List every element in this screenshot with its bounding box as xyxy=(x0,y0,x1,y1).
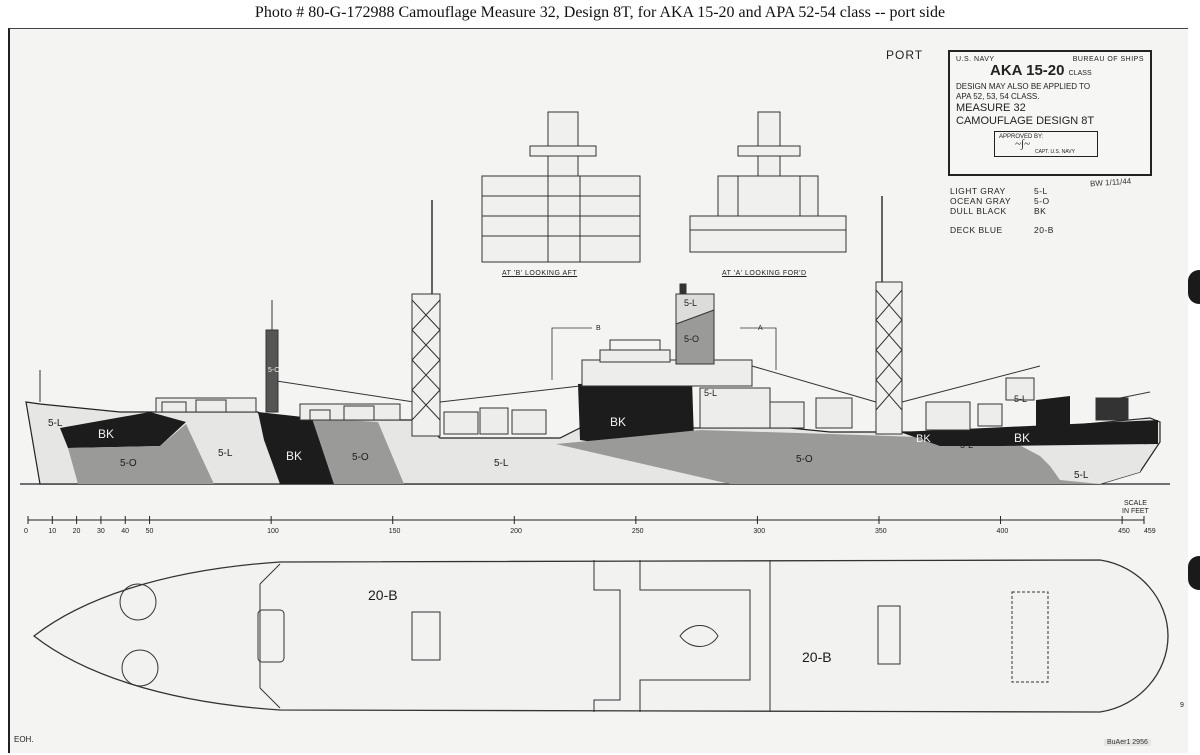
legend-code: 5-O xyxy=(1034,196,1050,206)
legend-name: LIGHT GRAY xyxy=(950,186,1006,196)
section-markers xyxy=(551,327,777,380)
fwd-black-patch xyxy=(258,412,334,484)
deck-skylight xyxy=(679,625,719,647)
corner-stamp-right: BuAer1 2956 xyxy=(1104,739,1151,746)
stern-house-black xyxy=(1036,396,1070,432)
bow-black-patch xyxy=(60,412,186,448)
fwd-gray-patch xyxy=(312,418,404,484)
deck-plan xyxy=(32,559,1169,713)
scale-bar: 0 10 20 30 40 50 100 150 200 250 300 350 400 450 459 xyxy=(24,516,1156,535)
legend-code: 20-B xyxy=(1034,225,1054,235)
view-label-aft: AT 'B' LOOKING AFT xyxy=(502,270,578,277)
label-stack-5o: 5-O xyxy=(684,334,699,344)
scale-tick-label: 30 xyxy=(97,528,105,535)
scale-tick-label: 200 xyxy=(510,528,522,535)
label-mast-5o: 5-O xyxy=(268,367,280,374)
aft-black-band xyxy=(900,420,1158,446)
legend-row-deck: DECK BLUE 20-B xyxy=(950,225,1080,235)
label-bk-3: BK xyxy=(610,415,626,429)
label-house-5l: 5-L xyxy=(704,388,717,398)
label-5o-3: 5-O xyxy=(796,454,813,465)
deck-outline xyxy=(32,559,1169,713)
section-view-aft xyxy=(481,111,641,263)
stern-light-band xyxy=(1050,444,1150,484)
legend-name: DECK BLUE xyxy=(950,225,1003,235)
label-5l-3: 5-L xyxy=(960,440,973,450)
scale-tick-label: 350 xyxy=(875,528,887,535)
title-block-header: U.S. NAVY BUREAU OF SHIPS xyxy=(956,56,1144,63)
approver-rank: CAPT. U.S. NAVY xyxy=(1035,149,1075,155)
note-line-1: DESIGN MAY ALSO BE APPLIED TO xyxy=(956,82,1091,91)
binder-hole-top xyxy=(1188,270,1200,304)
scale-label-line2: IN FEET xyxy=(1122,508,1149,515)
scale-tick-label: 20 xyxy=(73,528,81,535)
port-side-label: PORT xyxy=(886,48,924,62)
label-bow-5l: 5-L xyxy=(48,418,63,429)
legend-name: OCEAN GRAY xyxy=(950,196,1012,206)
scale-tick-label: 10 xyxy=(48,528,56,535)
label-5o-2: 5-O xyxy=(352,452,369,463)
deck-label-aft: 20-B xyxy=(802,649,832,665)
label-bk-2: BK xyxy=(286,449,302,463)
scale-tick-label: 150 xyxy=(389,528,401,535)
corner-mark-left: EOH. xyxy=(14,735,34,744)
section-view-fwd xyxy=(689,111,847,253)
approval-box: APPROVED BY: ~∫~ CAPT. U.S. NAVY xyxy=(994,131,1098,157)
label-stern-5l: 5-L xyxy=(1074,470,1089,481)
note-line-2: APA 52, 53, 54 CLASS. xyxy=(956,92,1040,101)
label-5l-1: 5-L xyxy=(218,448,233,459)
label-stack-5l: 5-L xyxy=(684,298,697,308)
section-mark-a: A xyxy=(758,325,763,332)
legend-code: 5-L xyxy=(1034,186,1048,196)
scale-tick-label: 450 xyxy=(1118,528,1130,535)
binder-hole-bottom xyxy=(1188,556,1200,590)
view-label-fwd: AT 'A' LOOKING FOR'D xyxy=(722,270,807,277)
title-block-class: AKA 15-20 CLASS xyxy=(990,63,1144,82)
color-legend: LIGHT GRAY 5-L OCEAN GRAY 5-O DULL BLACK BK DE… xyxy=(950,186,1080,235)
title-block-navy: U.S. NAVY xyxy=(956,56,995,63)
measure-label: MEASURE 32 xyxy=(956,102,1026,114)
label-5o-1: 5-O xyxy=(120,458,137,469)
label-bk-5: BK xyxy=(1014,431,1030,445)
approved-by-label: APPROVED BY: xyxy=(999,134,1044,140)
deck-text-labels: 20-B 20-B xyxy=(368,587,832,665)
photo-caption: Photo # 80-G-172988 Camouflage Measure 3… xyxy=(254,4,946,21)
title-block-bureau: BUREAU OF SHIPS xyxy=(1072,56,1144,63)
label-5l-2: 5-L xyxy=(494,458,509,469)
class-name: AKA 15-20 xyxy=(990,62,1065,79)
title-block: U.S. NAVY BUREAU OF SHIPS AKA 15-20 CLAS… xyxy=(948,50,1152,176)
scale-tick-label: 400 xyxy=(997,528,1009,535)
deck-label-fwd: 20-B xyxy=(368,587,398,603)
scale-tick-label: 100 xyxy=(267,528,279,535)
corner-mark-bottom: 9 xyxy=(1180,702,1184,709)
scale-tick-label: 50 xyxy=(146,528,154,535)
legend-row: OCEAN GRAY 5-O xyxy=(950,196,1080,206)
hull-profile xyxy=(25,380,1161,485)
label-bk-4: BK xyxy=(916,433,931,445)
design-label: CAMOUFLAGE DESIGN 8T xyxy=(956,115,1095,127)
scale-tick-label: 300 xyxy=(753,528,765,535)
fwd-hatch-circle-2 xyxy=(121,649,159,687)
house-black-patch xyxy=(578,380,694,446)
label-bk-1: BK xyxy=(98,427,114,441)
legend-name: DULL BLACK xyxy=(950,206,1007,216)
label-5l-4: 5-L xyxy=(1014,394,1027,404)
scale-tick-label: 0 xyxy=(24,528,28,535)
scale-tick-label: 250 xyxy=(632,528,644,535)
scale-label: SCALE IN FEET xyxy=(1122,500,1149,516)
scale-tick-label: 40 xyxy=(121,528,129,535)
scale-tick-label: 459 xyxy=(1144,528,1156,535)
legend-row: DULL BLACK BK xyxy=(950,206,1080,216)
superstructure xyxy=(39,196,1151,437)
bow-gray-patch xyxy=(68,424,214,484)
signature-icon: ~∫~ xyxy=(1015,138,1030,150)
legend-code: BK xyxy=(1034,206,1047,216)
legend-row: LIGHT GRAY 5-L xyxy=(950,186,1080,196)
scale-label-line1: SCALE xyxy=(1123,500,1147,507)
class-suffix: CLASS xyxy=(1068,70,1092,77)
hull-text-labels: 5-L BK 5-O 5-L BK 5-O 5-L BK 5-O BK 5-L … xyxy=(48,298,1089,481)
section-mark-b: B xyxy=(596,325,601,332)
fwd-hatch-circle-1 xyxy=(119,583,157,621)
